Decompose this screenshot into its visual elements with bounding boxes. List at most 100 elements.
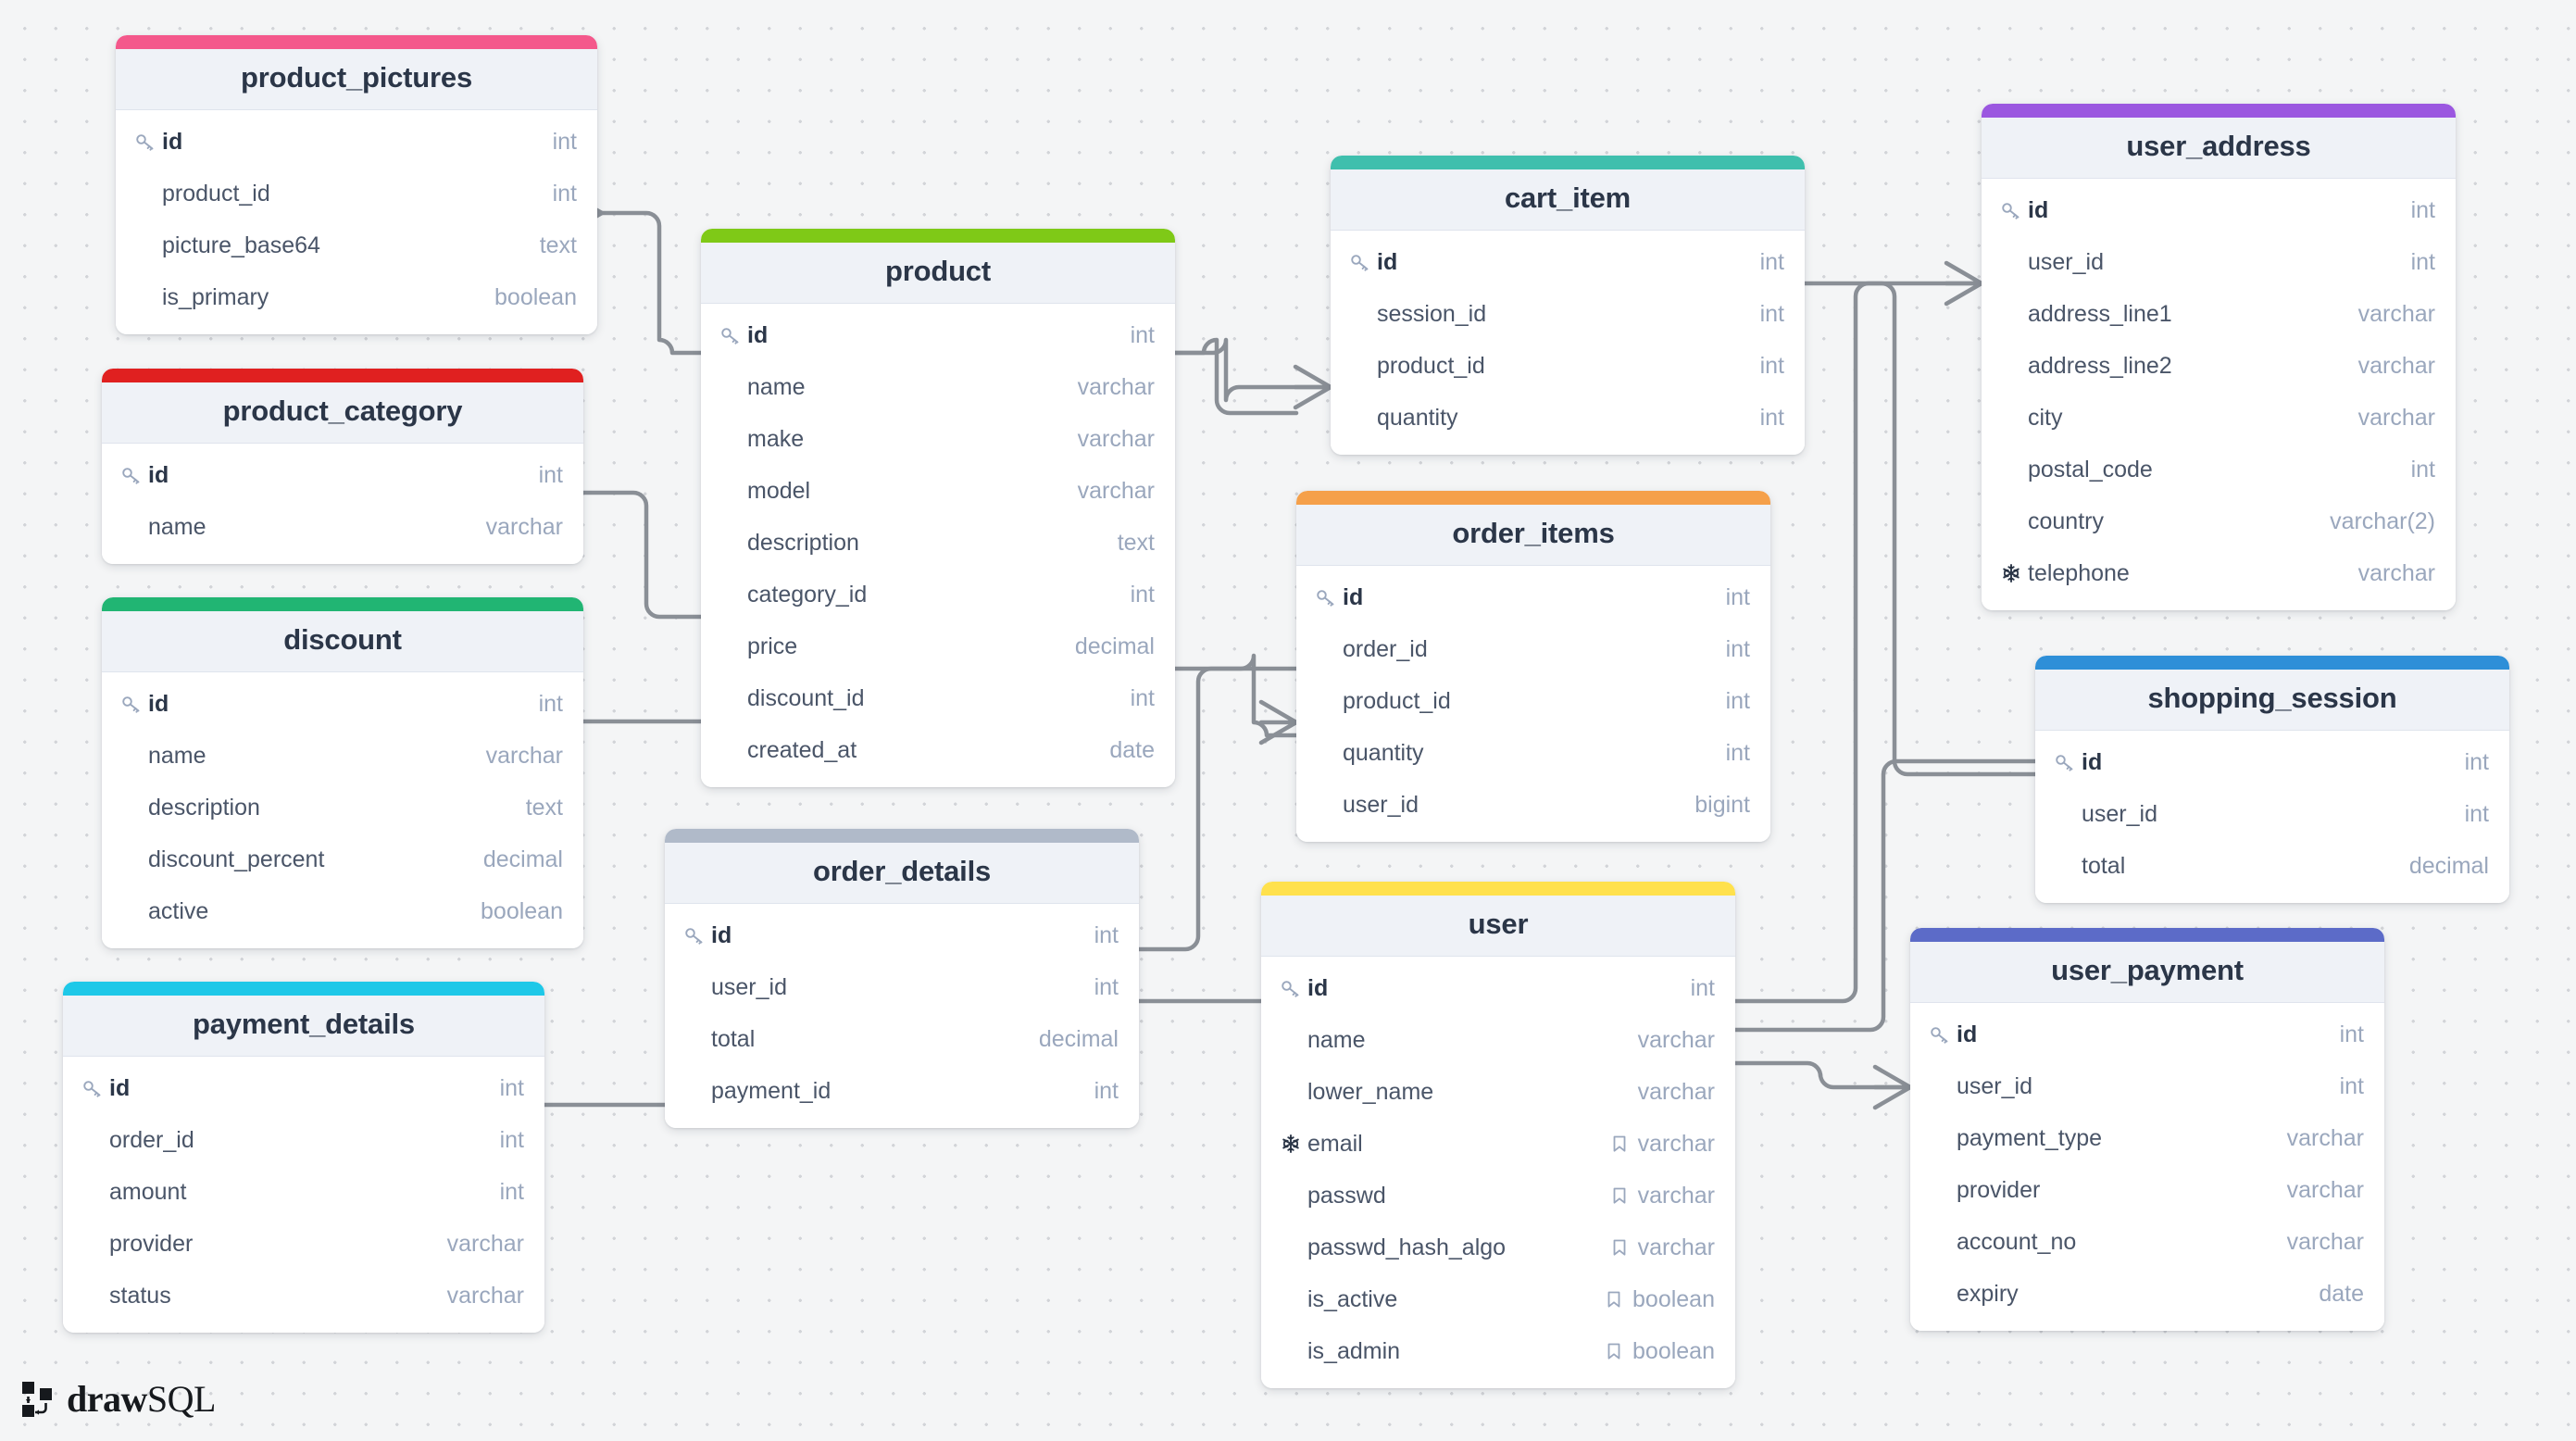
column-row[interactable]: passwd_hash_algo varchar (1261, 1222, 1735, 1273)
column-type-group: int (2411, 249, 2435, 276)
column-type-group: boolean (1604, 1286, 1715, 1313)
column-name: passwd_hash_algo (1307, 1234, 1507, 1260)
column-type-group: varchar (2358, 353, 2435, 380)
table-accent-bar (1982, 104, 2456, 118)
column-type-group: varchar (1078, 426, 1155, 453)
column-type: varchar (1077, 425, 1155, 452)
column-name: id (1343, 583, 1364, 610)
column-name: quantity (1377, 404, 1458, 431)
key-icon (1349, 251, 1371, 273)
column-type-group: varchar (1638, 1027, 1715, 1054)
column-type: date (2319, 1280, 2364, 1307)
column-row[interactable]: address_line2 varchar (1982, 340, 2456, 392)
column-type: bigint (1694, 791, 1750, 818)
column-name: address_line2 (2028, 352, 2172, 379)
column-type-group: int (500, 1127, 524, 1154)
column-key-marker (120, 464, 148, 486)
column-type: varchar (1637, 1234, 1715, 1260)
column-type: int (1130, 321, 1155, 348)
column-type-group: int (1094, 922, 1119, 949)
column-type: varchar (1077, 373, 1155, 400)
table-accent-bar (116, 35, 597, 49)
column-type: varchar (1637, 1130, 1715, 1157)
column-key-marker (1280, 1133, 1307, 1155)
